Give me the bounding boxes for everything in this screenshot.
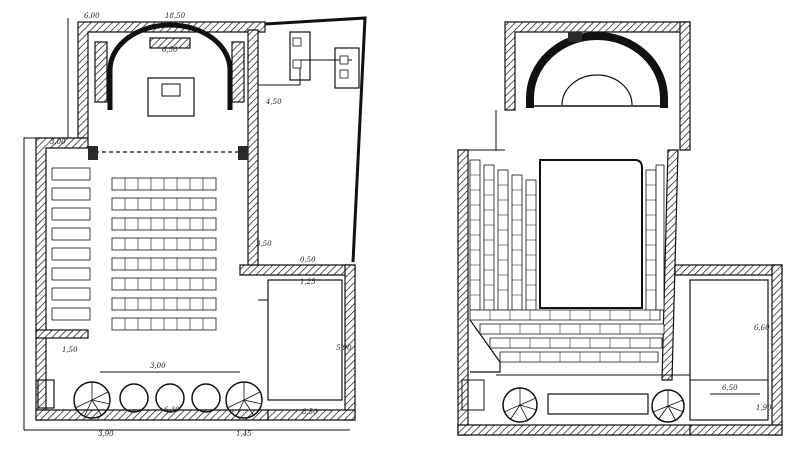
left-side-seats xyxy=(51,167,91,321)
dim-center-right: 3,50 xyxy=(256,240,272,248)
dim-apse-width: 6,50 xyxy=(162,46,178,54)
right-gallery-seats-right xyxy=(645,164,665,311)
right-apse xyxy=(526,32,668,108)
dim-bottom-b: 1,90 xyxy=(756,404,772,412)
dim-nave-length: 1,50 xyxy=(62,346,78,354)
dim-top-prefix: 6,00 xyxy=(84,12,100,20)
dim-upper-right: 4,50 xyxy=(265,98,282,106)
dim-corner-b: 1,45 xyxy=(236,430,252,438)
dim-right-height: 5,90 xyxy=(336,344,352,352)
dim-stage-width: 3,00 xyxy=(150,362,166,370)
dim-corner-a: 3,90 xyxy=(98,430,114,438)
dim-right-height: 6,60 xyxy=(754,324,770,332)
right-front-rows xyxy=(469,309,665,363)
dim-mid-right: 0,50 xyxy=(300,256,316,264)
dim-stair-small: 6,30 xyxy=(164,406,180,414)
dim-bottom-right: 8,50 xyxy=(302,408,318,416)
right-floor-plan: 6,60 6,50 1,90 xyxy=(457,21,783,436)
left-floor-plan: 18,50 6,00 6,50 4,50 3,00 0,50 1,25 3,00… xyxy=(23,12,367,438)
dim-top-width: 18,50 xyxy=(165,12,186,20)
dim-bottom-a: 6,50 xyxy=(722,384,738,392)
dim-left-side: 3,00 xyxy=(50,138,66,146)
left-apse xyxy=(107,22,233,110)
dim-lower-right: 1,25 xyxy=(300,278,316,286)
